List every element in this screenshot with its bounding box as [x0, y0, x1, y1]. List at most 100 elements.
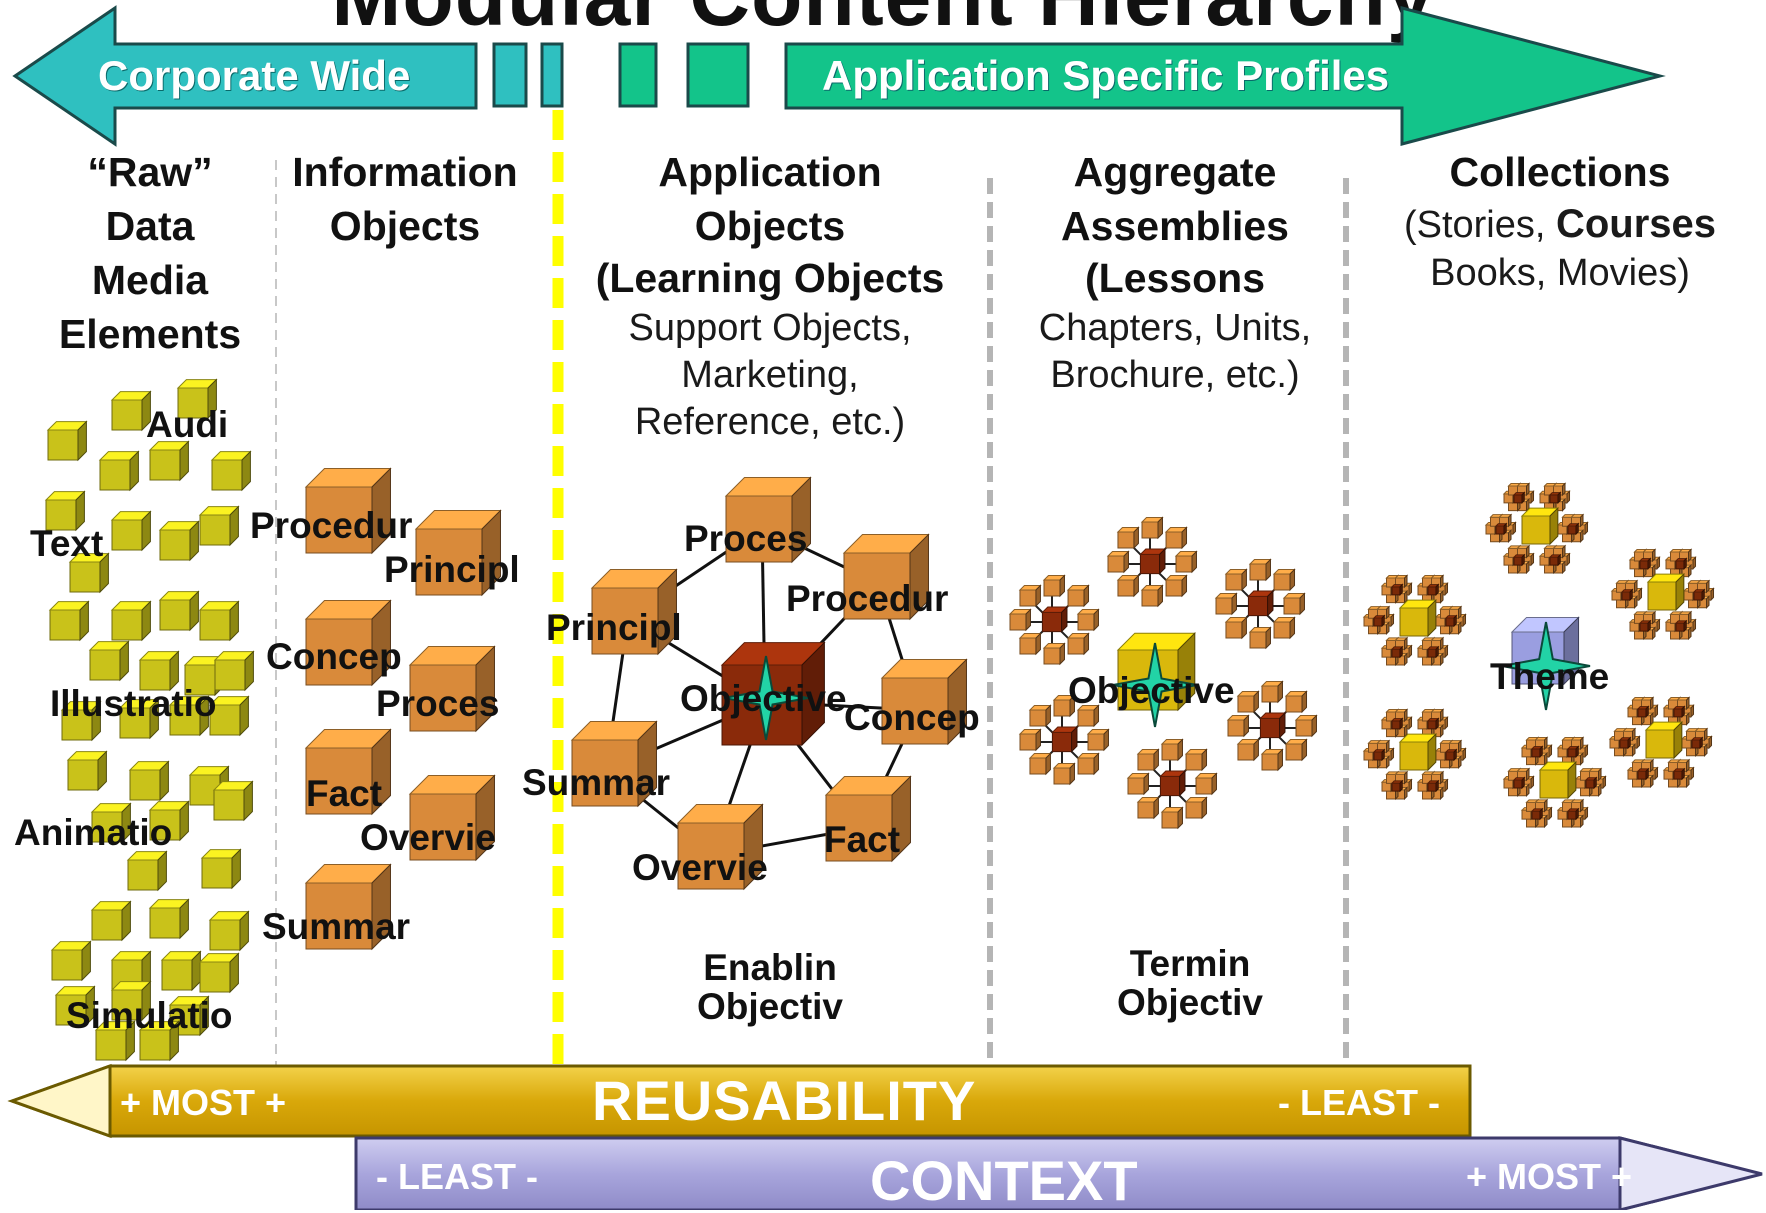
raw-cube-icon [158, 590, 200, 632]
assembly-cube-icon [1272, 616, 1296, 640]
context-title: CONTEXT [870, 1149, 1138, 1212]
assembly-cube-icon [1184, 748, 1208, 772]
col-app-detail: Support Objects, Marketing, Reference, e… [628, 307, 912, 443]
reusability-title: REUSABILITY [592, 1069, 977, 1132]
assembly-cube-icon [1018, 632, 1042, 656]
assembly-cube-icon [1160, 738, 1184, 762]
assembly-cube-icon [1294, 714, 1318, 738]
collection-core-icon [1530, 745, 1544, 759]
assembly-label-objective: Objective [1068, 670, 1235, 711]
raw-cube-icon [46, 420, 88, 462]
assembly-center-cube-icon [1139, 547, 1167, 575]
col-raw-heading: “Raw” Data Media Elements [58, 149, 242, 357]
info-label-concept: Concep [266, 636, 402, 677]
assembly-cube-icon [1140, 584, 1164, 608]
collection-cube-icon [1552, 482, 1567, 497]
raw-cube-icon [160, 950, 202, 992]
info-label-fact: Fact [306, 773, 383, 814]
raw-cube-icon [90, 900, 132, 942]
collection-core-icon [1672, 767, 1686, 781]
raw-cube-icon [138, 650, 180, 692]
assembly-cube-icon [1260, 748, 1284, 772]
assembly-center-cube-icon [1041, 605, 1069, 633]
collection-cube-icon [1516, 544, 1531, 559]
app-cube-icon [724, 476, 812, 564]
raw-cube-icon [68, 552, 110, 594]
col-collections-paren-bold: Courses [1555, 202, 1717, 246]
collection-center-icon [1646, 572, 1686, 612]
raw-cube-icon [94, 1020, 136, 1062]
raw-cube-icon [148, 800, 190, 842]
collection-cube-icon [1640, 758, 1655, 773]
assembly-cube-icon [1214, 592, 1238, 616]
collection-core-icon [1638, 619, 1652, 633]
assembly-cube-icon [1042, 574, 1066, 598]
context-least-label: - LEAST - [376, 1156, 538, 1197]
raw-cube-icon [48, 600, 90, 642]
assembly-cube-icon [1284, 738, 1308, 762]
info-cube-icon [408, 645, 496, 733]
info-cube-icon [304, 863, 392, 951]
assembly-cube-icon [1224, 616, 1248, 640]
collection-core-icon [1618, 736, 1632, 750]
assembly-cube-icon [1018, 584, 1042, 608]
col-app-heading: Application Objects [658, 149, 882, 249]
collection-cube-icon [1678, 548, 1693, 563]
assembly-cube-icon [1194, 772, 1218, 796]
raw-cube-icon [118, 698, 160, 740]
col-info-heading: Information Objects [292, 149, 518, 249]
context-most-label: + MOST + [1466, 1156, 1633, 1197]
collection-core-icon [1692, 588, 1706, 602]
col-collections-detail: Books, Movies) [1430, 252, 1690, 294]
assembly-cube-icon [1106, 550, 1130, 574]
raw-cube-icon [208, 695, 250, 737]
green-block-2 [686, 42, 750, 108]
raw-cube-icon [54, 985, 96, 1027]
collection-core-icon [1390, 779, 1404, 793]
assembly-cube-icon [1284, 690, 1308, 714]
app-cube-icon [676, 803, 764, 891]
collection-core-icon [1636, 767, 1650, 781]
collection-core-icon [1638, 557, 1652, 571]
app-label-overview: Overvie [632, 847, 768, 888]
raw-cube-icon [90, 802, 132, 844]
assembly-objective-star-icon [1112, 642, 1198, 728]
collection-core-icon [1566, 522, 1580, 536]
assembly-cube-icon [1260, 680, 1284, 704]
collection-cube-icon [1622, 727, 1637, 742]
raw-cube-icon [148, 898, 190, 940]
raw-label-audio: Audi [146, 404, 229, 445]
collection-core-icon [1494, 522, 1508, 536]
raw-cube-icon [138, 1020, 180, 1062]
collection-core-icon [1390, 583, 1404, 597]
assembly-cube-icon [1236, 738, 1260, 762]
collection-core-icon [1426, 717, 1440, 731]
info-cube-icon [304, 728, 392, 816]
assembly-cube-icon [1052, 762, 1076, 786]
assembly-cube-icon [1164, 574, 1188, 598]
teal-block-2 [540, 42, 564, 108]
assembly-cube-icon [1272, 568, 1296, 592]
assembly-cube-icon [1028, 704, 1052, 728]
assembly-cube-icon [1248, 626, 1272, 650]
app-cube-icon [824, 775, 912, 863]
assembly-center-cube-icon [1159, 769, 1187, 797]
collection-core-icon [1426, 645, 1440, 659]
collection-label-theme: Theme [1490, 656, 1610, 697]
assembly-cube-icon [1160, 806, 1184, 830]
raw-cube-icon [50, 940, 92, 982]
teal-block-1 [492, 42, 528, 108]
assembly-cube-icon [1184, 796, 1208, 820]
app-cube-icon [880, 658, 968, 746]
assembly-center-cube-icon [1051, 725, 1079, 753]
assembly-cube-icon [1076, 704, 1100, 728]
collection-core-icon [1444, 614, 1458, 628]
collection-core-icon [1584, 776, 1598, 790]
assembly-cube-icon [1224, 568, 1248, 592]
assembly-cube-icon [1136, 748, 1160, 772]
diagram-title: Modular Content Hierarchy [0, 0, 1766, 45]
collection-core-icon [1636, 705, 1650, 719]
col-aggregate-heading: Aggregate Assemblies [1061, 149, 1289, 249]
app-cube-icon [842, 533, 930, 621]
